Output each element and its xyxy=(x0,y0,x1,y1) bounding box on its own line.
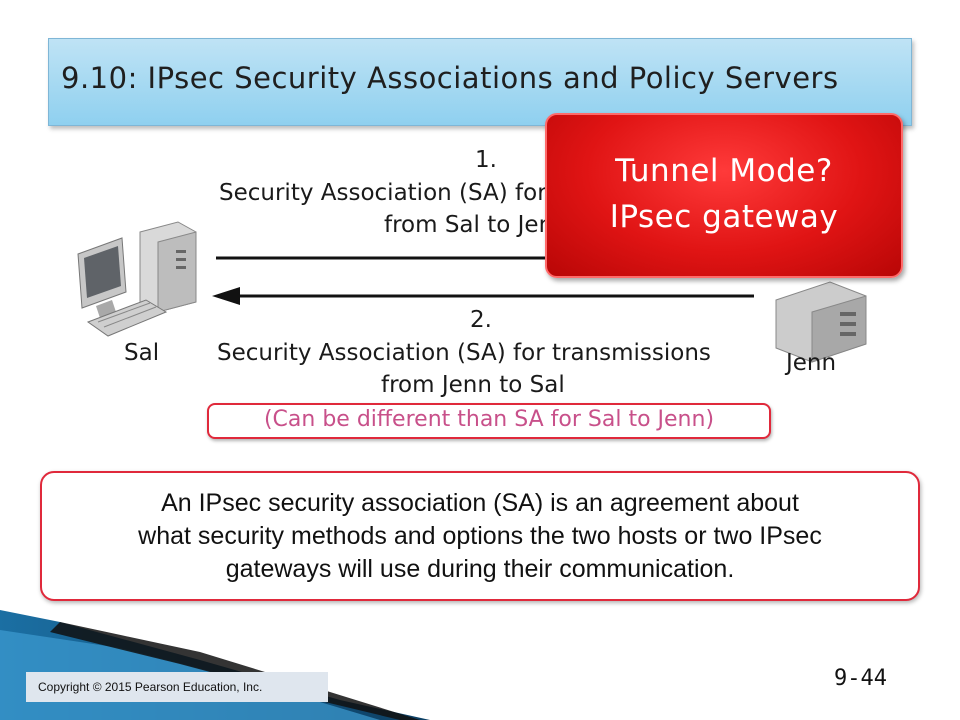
copyright-bar: Copyright © 2015 Pearson Education, Inc. xyxy=(26,672,328,702)
arrow2-line1: Security Association (SA) for transmissi… xyxy=(217,340,711,366)
host-label-sal: Sal xyxy=(124,340,160,366)
tunnel-mode-callout: Tunnel Mode? IPsec gateway xyxy=(545,113,903,278)
arrow1-number: 1. xyxy=(475,147,497,173)
desktop-computer-icon xyxy=(77,221,197,337)
arrow2-number: 2. xyxy=(470,307,492,333)
arrow1-line2: from Sal to Jenn xyxy=(384,212,568,238)
arrow2-line2: from Jenn to Sal xyxy=(381,372,565,398)
slide-number: 9-44 xyxy=(834,666,887,691)
callout-line1: Tunnel Mode? xyxy=(615,153,833,189)
title-bar: 9.10: IPsec Security Associations and Po… xyxy=(48,38,912,126)
host-label-jenn: Jenn xyxy=(786,350,837,376)
sa-definition-box: An IPsec security association (SA) is an… xyxy=(40,471,920,601)
sa-difference-note-text: (Can be different than SA for Sal to Jen… xyxy=(263,407,715,432)
arrow-jenn-to-sal-head xyxy=(212,287,240,305)
definition-line2: what security methods and options the tw… xyxy=(138,522,822,550)
sa-difference-note: (Can be different than SA for Sal to Jen… xyxy=(207,403,771,439)
definition-line3: gateways will use during their communica… xyxy=(225,555,735,583)
server-computer-icon xyxy=(775,281,867,363)
slide-title: 9.10: IPsec Security Associations and Po… xyxy=(61,61,839,95)
callout-line2: IPsec gateway xyxy=(609,199,839,235)
definition-line1: An IPsec security association (SA) is an… xyxy=(161,489,799,517)
footer-swoosh-decoration xyxy=(0,610,430,720)
copyright-text: Copyright © 2015 Pearson Education, Inc. xyxy=(38,680,263,694)
